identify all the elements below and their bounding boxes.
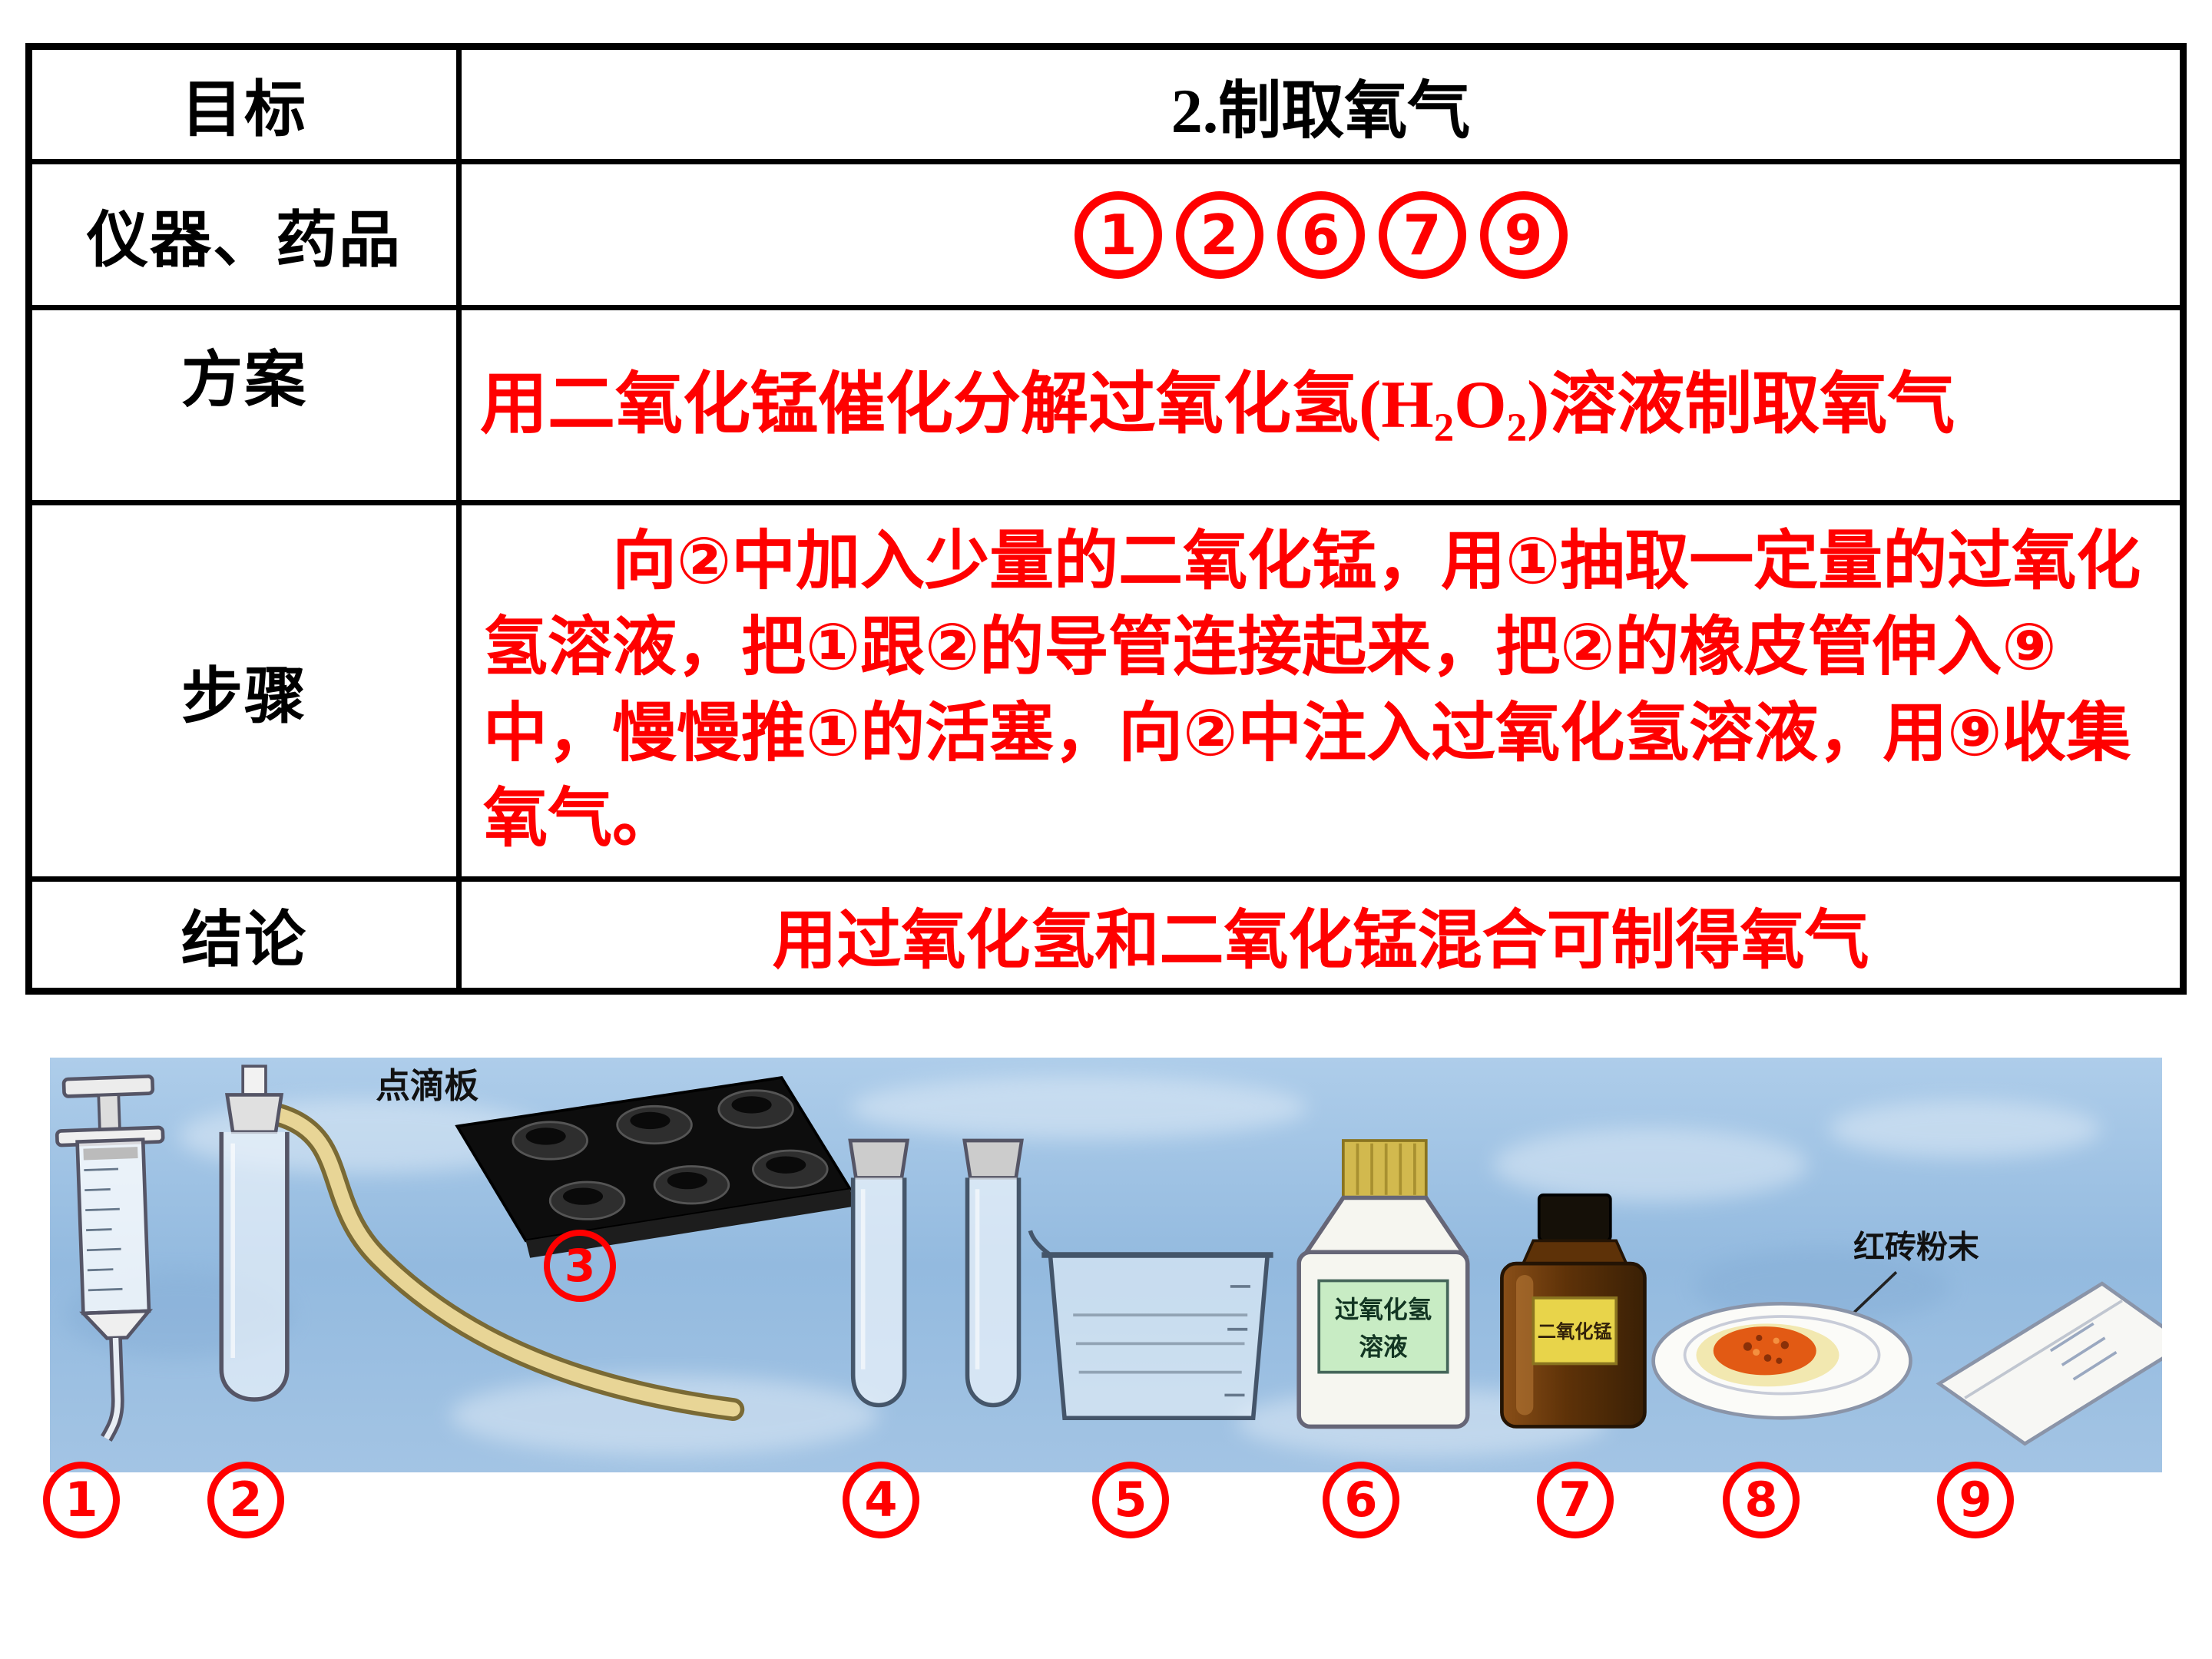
test-tubes-pair — [848, 1138, 1024, 1408]
equipment-photo: 点滴板 — [50, 1058, 2162, 1472]
equipment-number-5: 5 — [1092, 1462, 1169, 1538]
spot-plate: 点滴板 — [376, 1067, 855, 1258]
plan-content: 用二氧化锰催化分解过氧化氢(H₂O₂)溶液制取氧气 — [456, 305, 2186, 505]
equipment-number-2: 2 — [207, 1462, 284, 1538]
mno2-label: 二氧化锰 — [1538, 1321, 1612, 1343]
h2o2-label-box — [1317, 1279, 1449, 1374]
row-conclusion: 结论 用过氧化氢和二氧化锰混合可制得氧气 — [26, 876, 2186, 994]
equipment-number-8: 8 — [1723, 1462, 1800, 1538]
equipment-illustration: 点滴板 — [50, 1058, 2162, 1472]
instrument-number-circle: 9 — [1479, 190, 1568, 279]
equipment-number-6: 6 — [1323, 1462, 1399, 1538]
equipment-number-1: 1 — [43, 1462, 120, 1538]
mno2-label-box — [1532, 1296, 1618, 1366]
plan-header: 方案 — [26, 305, 462, 505]
steps-header: 步骤 — [26, 500, 462, 882]
goal-header: 目标 — [26, 44, 462, 164]
equipment-number-4: 4 — [843, 1462, 919, 1538]
plastic-bag — [1936, 1281, 2162, 1446]
instrument-number-circle: 6 — [1277, 190, 1365, 279]
spot-plate-wells — [512, 1089, 829, 1220]
goal-content: 2.制取氧气 — [456, 44, 2186, 164]
conclusion-content: 用过氧化氢和二氧化锰混合可制得氧气 — [456, 876, 2186, 994]
steps-content: 向②中加入少量的二氧化锰，用①抽取一定量的过氧化氢溶液，把①跟②的导管连接起来，… — [456, 500, 2186, 882]
row-plan: 方案 用二氧化锰催化分解过氧化氢(H₂O₂)溶液制取氧气 — [26, 305, 2186, 505]
equipment-number-9: 9 — [1937, 1462, 2014, 1538]
equipment-number-3: 3 — [544, 1230, 616, 1302]
row-steps: 步骤 向②中加入少量的二氧化锰，用①抽取一定量的过氧化氢溶液，把①跟②的导管连接… — [26, 500, 2186, 882]
instruments-header: 仪器、药品 — [26, 159, 462, 310]
h2o2-label-line1: 过氧化氢 — [1335, 1296, 1432, 1323]
h2o2-label-line2: 溶液 — [1359, 1333, 1408, 1360]
beaker — [1028, 1230, 1273, 1421]
row-goal: 目标 2.制取氧气 — [26, 44, 2186, 164]
red-brick-powder-label: 红砖粉末 — [1853, 1230, 1979, 1265]
instrument-number-circle: 2 — [1175, 190, 1263, 279]
test-tube-with-delivery-tube — [219, 1065, 745, 1421]
manganese-dioxide-bottle: 二氧化锰 — [1500, 1193, 1647, 1429]
instrument-number-circle: 7 — [1378, 190, 1466, 279]
equipment-number-7: 7 — [1537, 1462, 1614, 1538]
conclusion-header: 结论 — [26, 876, 462, 994]
dish-with-red-brick-powder: 红砖粉末 — [1651, 1230, 1979, 1420]
instrument-number-circle: 1 — [1074, 190, 1162, 279]
hydrogen-peroxide-bottle: 过氧化氢 溶液 — [1296, 1139, 1470, 1429]
syringe-illustration — [55, 1075, 165, 1442]
spot-plate-label: 点滴板 — [376, 1067, 478, 1105]
